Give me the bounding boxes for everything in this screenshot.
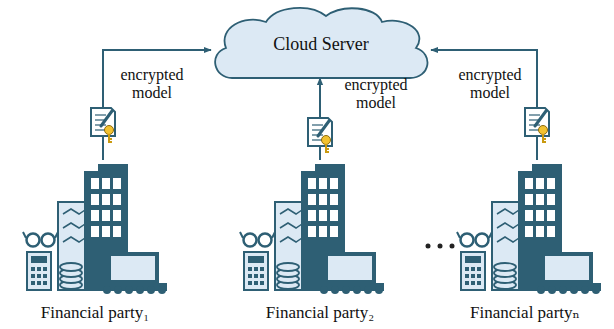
- node-label: Financial partyₙ: [470, 302, 580, 323]
- financial-party-node: Financial party₂: [230, 160, 410, 326]
- edge-label: encrypted model: [114, 66, 190, 103]
- node-label: Cloud Server: [273, 30, 368, 55]
- building-illustration: [23, 165, 167, 294]
- financial-party-node: Financial party₁: [5, 160, 185, 326]
- building-illustration: [457, 165, 601, 294]
- building-illustration: [240, 165, 384, 294]
- node-label: Financial party₁: [41, 303, 149, 323]
- edge-label: encrypted model: [452, 66, 528, 103]
- cloud-server-node: Cloud Server: [210, 4, 432, 80]
- node-label: Financial party₂: [266, 303, 374, 323]
- encrypted-model-icon: [308, 118, 332, 152]
- financial-party-node: Financial partyₙ: [440, 160, 610, 326]
- arrow-connector: [103, 50, 211, 160]
- ellipsis-dots: [426, 244, 455, 249]
- encrypted-model-icon: [525, 108, 549, 142]
- edge-label: encrypted model: [338, 76, 414, 113]
- arrow-connector: [431, 50, 537, 160]
- encrypted-model-icon: [91, 108, 115, 142]
